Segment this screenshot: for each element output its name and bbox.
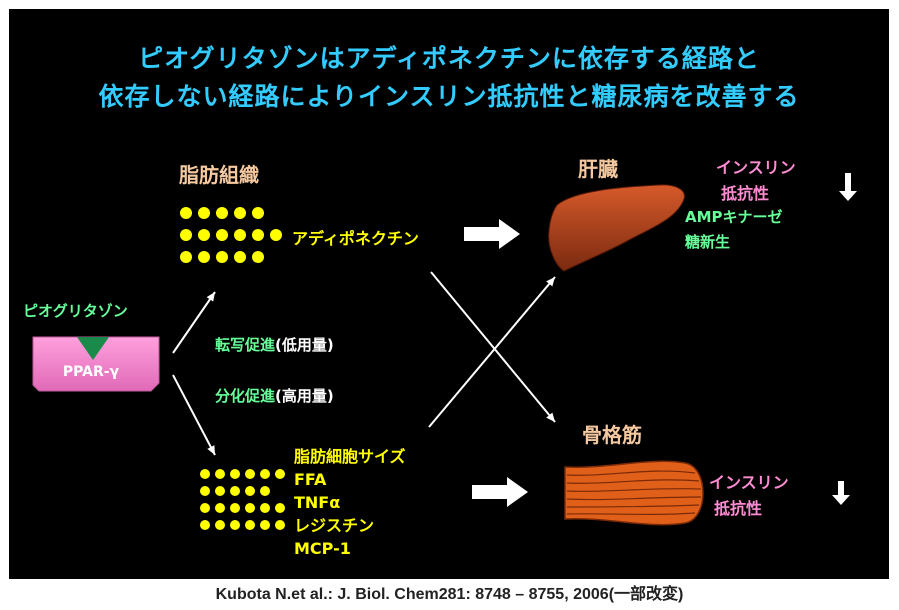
muscle-resistance-label: 抵抗性 <box>714 499 763 518</box>
muscle-icon <box>564 460 704 526</box>
transcription-note: (低用量) <box>275 336 334 354</box>
ppar-gamma-box <box>32 336 160 392</box>
differentiation-term: 分化促進 <box>215 387 276 405</box>
transcription-term: 転写促進 <box>215 336 276 354</box>
arrow-to-adipocyte <box>172 374 216 456</box>
adipocyte-factor-item: TNFα <box>294 493 341 512</box>
muscle-down-arrow-icon <box>832 481 850 505</box>
arrow-adiponectin-to-muscle <box>430 271 556 423</box>
arrow-adipocyte-to-liver <box>428 276 556 428</box>
adipocyte-factor-item: FFA <box>294 470 327 489</box>
adipose-dots <box>180 207 282 263</box>
ampk-label: AMPキナーゼ <box>685 208 783 226</box>
transcription-pathway: 転写促進(低用量) <box>215 334 334 355</box>
title-line-1: ピオグリタゾンはアディポネクチンに依存する経路と <box>138 44 760 73</box>
differentiation-note: (高用量) <box>275 387 334 405</box>
gluconeogenesis-label: 糖新生 <box>685 233 731 251</box>
liver-icon <box>548 184 685 272</box>
arrow-to-adipose <box>172 291 216 354</box>
liver-down-arrow-icon <box>839 173 857 201</box>
skeletal-muscle-label: 骨格筋 <box>582 423 642 447</box>
title-line-2: 依存しない経路によりインスリン抵抗性と糖尿病を改善する <box>98 82 800 111</box>
adipocyte-dots <box>200 469 285 530</box>
liver-label: 肝臓 <box>578 157 618 181</box>
diagram-graphics <box>32 173 857 530</box>
citation: Kubota N.et al.: J. Biol. Chem281: 8748 … <box>215 586 684 603</box>
adipocyte-factor-item: 脂肪細胞サイズ <box>294 447 406 466</box>
adipocyte-factor-list: 脂肪細胞サイズ FFA TNFα レジスチン MCP-1 <box>294 445 406 560</box>
block-arrow-to-muscle <box>472 477 528 507</box>
pioglitazone-label: ピオグリタゾン <box>23 302 128 320</box>
muscle-insulin-label: インスリン <box>709 473 789 492</box>
block-arrow-to-liver <box>464 219 520 249</box>
adiponectin-label: アディポネクチン <box>292 229 419 248</box>
adipose-tissue-label: 脂肪組織 <box>179 163 259 187</box>
adipocyte-factor-item: レジスチン <box>294 516 375 535</box>
liver-insulin-label: インスリン <box>716 158 796 177</box>
liver-resistance-label: 抵抗性 <box>721 184 770 203</box>
ppar-gamma-label: PPAR-γ <box>62 364 120 380</box>
differentiation-pathway: 分化促進(高用量) <box>215 385 334 406</box>
slide: ピオグリタゾンはアディポネクチンに依存する経路と 依存しない経路によりインスリン… <box>9 9 889 579</box>
ligand-triangle-icon <box>77 337 109 360</box>
adipocyte-factor-item: MCP-1 <box>294 539 351 558</box>
